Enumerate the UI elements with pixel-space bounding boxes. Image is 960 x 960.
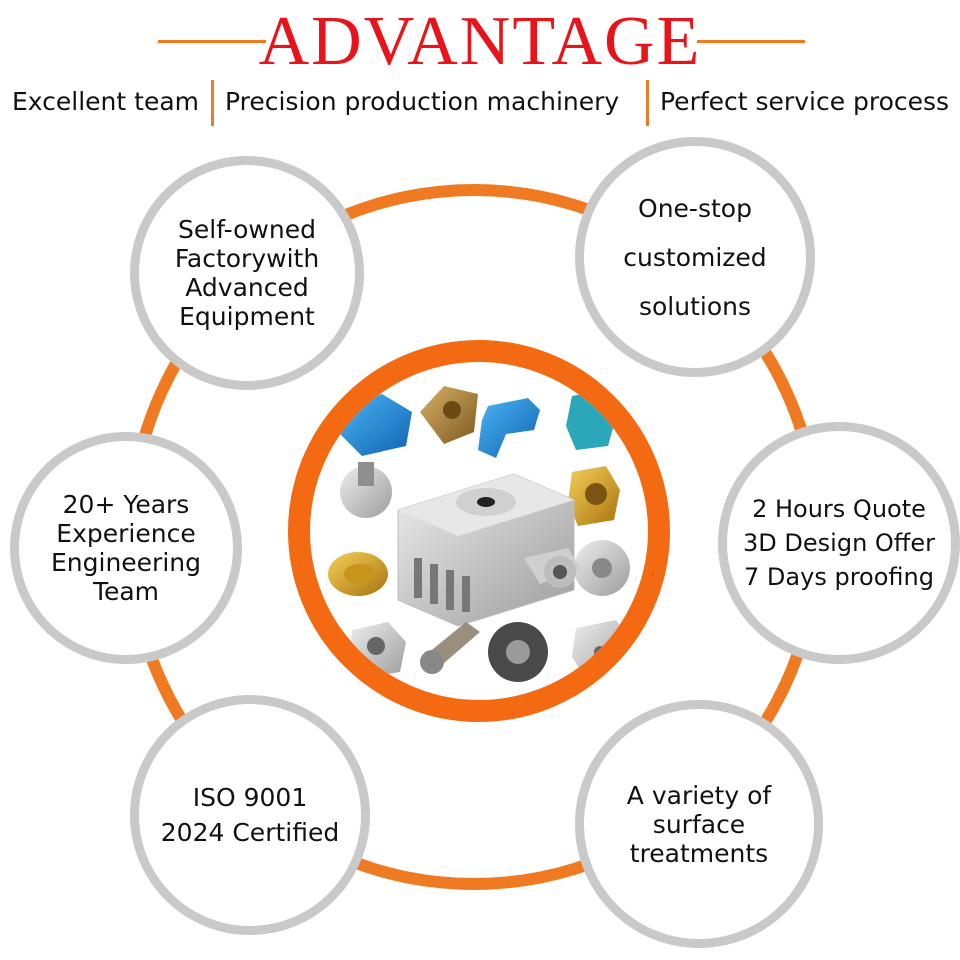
circle-solutions: One-stop customized solutions xyxy=(575,137,815,377)
circle-text-line: customized xyxy=(623,242,767,272)
circle-text-line: Experience xyxy=(56,519,196,548)
circle-text-line: Engineering xyxy=(51,548,201,577)
tagline-separator xyxy=(646,80,649,126)
circle-text-line: 2 Hours Quote xyxy=(752,495,926,523)
circle-factory: Self-owned Factorywith Advanced Equipmen… xyxy=(130,156,364,390)
machined-parts-illustration xyxy=(328,386,630,682)
circle-text-line: Advanced xyxy=(185,273,309,302)
circle-team: 20+ Years Experience Engineering Team xyxy=(10,432,242,664)
circle-text-line: 3D Design Offer xyxy=(743,529,935,557)
center-product-image xyxy=(288,340,670,722)
circle-text-line: surface xyxy=(652,809,746,839)
circle-text-line: One-stop xyxy=(638,193,752,223)
circle-text-line: 2024 Certified xyxy=(160,818,340,847)
circle-surface: A variety of surface treatments xyxy=(575,700,823,948)
tagline-separator xyxy=(211,80,214,126)
tagline-machinery: Precision production machinery xyxy=(225,87,620,116)
tagline-team: Excellent team xyxy=(12,87,199,116)
circle-text-line: 20+ Years xyxy=(62,490,190,519)
circle-text-line: Self-owned xyxy=(178,215,316,244)
circle-text-line: Equipment xyxy=(179,302,315,331)
circle-iso: ISO 9001 2024 Certified xyxy=(130,695,370,935)
title-decor-line-right xyxy=(697,40,805,43)
title-decor-line-left xyxy=(158,40,266,43)
circle-text-line: Team xyxy=(92,577,160,606)
circle-text-line: treatments xyxy=(629,838,769,868)
circle-text-line: ISO 9001 xyxy=(192,783,308,812)
circle-text-line: A variety of xyxy=(626,780,772,810)
circle-text-line: 7 Days proofing xyxy=(744,563,934,591)
circle-quote: 2 Hours Quote 3D Design Offer 7 Days pro… xyxy=(718,422,960,664)
page-title: ADVANTAGE xyxy=(258,3,702,80)
circle-text-line: solutions xyxy=(638,291,752,321)
tagline-service: Perfect service process xyxy=(660,87,950,116)
circle-text-line: Factorywith xyxy=(174,244,320,273)
